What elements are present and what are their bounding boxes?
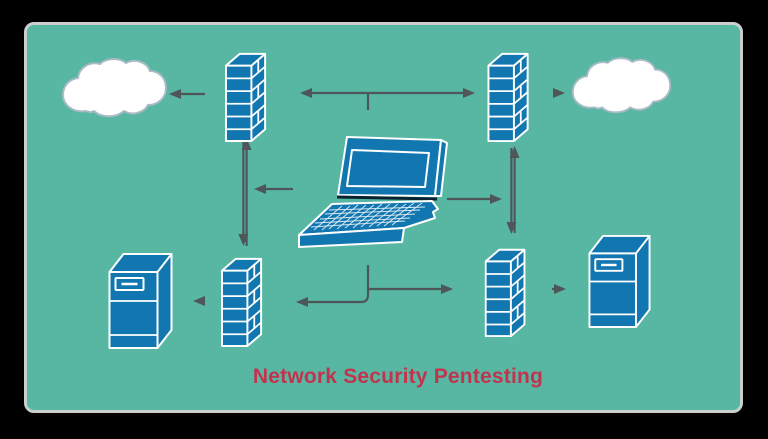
arrow-laptop-to-firewall-bl: [296, 265, 370, 307]
server-icon-right: [588, 233, 651, 328]
firewall-icon-top-right: [487, 46, 533, 144]
server-icon-left: [108, 251, 173, 349]
firewall-icon-top-left: [225, 46, 270, 144]
cloud-icon-left: [58, 57, 170, 123]
laptop-icon: [298, 136, 448, 248]
diagram-title: Network Security Pentesting: [252, 365, 544, 388]
firewall-icon-bottom-left: [221, 251, 266, 349]
firewall-icon-bottom-right: [484, 242, 530, 339]
cloud-icon-right: [568, 56, 674, 119]
